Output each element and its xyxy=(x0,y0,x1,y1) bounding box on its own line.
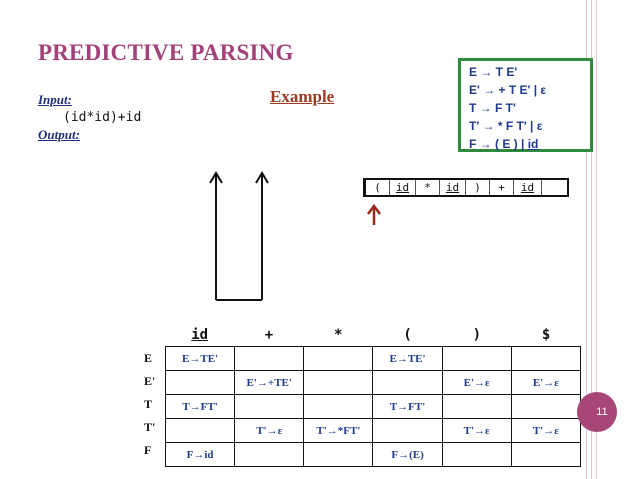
row-label: E xyxy=(144,351,153,365)
table-column-headers: id + * ( ) $ xyxy=(165,327,581,343)
table-row: F→id F→(E) xyxy=(164,442,582,467)
table-cell: F→id xyxy=(164,442,236,467)
column-header: * xyxy=(334,327,343,343)
grammar-rule: T' → * F T' | ε xyxy=(469,119,543,133)
stack-outline xyxy=(215,175,263,301)
input-token: + xyxy=(490,180,514,195)
table-cell xyxy=(441,442,512,467)
table-cell xyxy=(164,370,236,395)
table-cell: E'→ε xyxy=(441,370,512,395)
slide-title: PREDICTIVE PARSING xyxy=(38,40,294,65)
table-cell: E→TE' xyxy=(164,346,236,371)
example-heading: Example xyxy=(270,87,335,106)
table-cell xyxy=(372,370,443,395)
input-token: * xyxy=(416,180,440,195)
grammar-rule-f-head: F → ( E ) | xyxy=(469,137,528,151)
grammar-rule: T → F T' xyxy=(469,101,516,115)
table-row: E'→+TE' E'→ε E'→ε xyxy=(164,370,582,395)
grammar-rule: F → ( E ) | id xyxy=(469,135,590,153)
table-cell: E→TE' xyxy=(372,346,443,371)
output-label: Output: xyxy=(38,127,80,142)
column-header: ) xyxy=(472,327,482,343)
input-token xyxy=(542,180,567,195)
table-cell xyxy=(510,346,582,371)
table-cell: T'→ε xyxy=(234,418,305,443)
input-token: ) xyxy=(466,180,490,195)
table-cell: T'→*FT' xyxy=(303,418,374,443)
parsing-table: E→TE' E→TE' E'→+TE' E'→ε E'→ε T→FT' T→FT… xyxy=(164,346,582,467)
table-cell xyxy=(303,442,374,467)
table-cell xyxy=(372,418,443,443)
grammar-rule: E' → + T E' | ε xyxy=(469,83,547,97)
input-token: id xyxy=(390,180,416,195)
table-cell xyxy=(234,346,305,371)
input-token: id xyxy=(440,180,466,195)
table-cell: T'→ε xyxy=(510,418,582,443)
stack-arrow-right-icon xyxy=(255,171,269,184)
table-cell xyxy=(234,394,305,419)
table-cell xyxy=(441,394,512,419)
row-label: E' xyxy=(144,374,156,388)
input-token: id xyxy=(514,180,542,195)
table-cell: T→FT' xyxy=(372,394,443,419)
input-token: ( xyxy=(366,180,390,195)
column-header: ( xyxy=(403,327,412,343)
input-pointer-arrow-icon xyxy=(367,203,381,225)
table-cell: E'→ε xyxy=(510,370,582,395)
table-cell: E'→+TE' xyxy=(234,370,305,395)
table-cell: T→FT' xyxy=(164,394,236,419)
input-label: Input: xyxy=(38,92,72,107)
table-cell: F→(E) xyxy=(372,442,443,467)
table-cell: T'→ε xyxy=(441,418,512,443)
slide-number-badge: 11 xyxy=(577,392,617,432)
table-cell xyxy=(303,394,374,419)
table-row: E→TE' E→TE' xyxy=(164,346,582,371)
column-header: id xyxy=(191,327,209,343)
grammar-box: E → T E' E' → + T E' | ε T → F T' T' → *… xyxy=(458,58,593,152)
table-cell xyxy=(510,442,582,467)
table-row: T→FT' T→FT' xyxy=(164,394,582,419)
input-string: (id*id)+id xyxy=(63,110,142,125)
column-header: $ xyxy=(541,327,551,343)
row-label: T xyxy=(144,397,153,411)
stack-arrow-left-icon xyxy=(209,171,223,184)
table-cell xyxy=(164,418,236,443)
table-cell xyxy=(303,370,374,395)
table-cell xyxy=(510,394,582,419)
grammar-rule: E → T E' xyxy=(469,65,518,79)
grammar-id-token: id xyxy=(527,137,539,151)
decorative-side-lines xyxy=(578,0,638,479)
input-buffer: ( id * id ) + id xyxy=(363,178,569,197)
row-label: F xyxy=(144,443,152,457)
table-row: T'→ε T'→*FT' T'→ε T'→ε xyxy=(164,418,582,443)
row-label: T' xyxy=(144,420,156,434)
table-cell xyxy=(234,442,305,467)
table-cell xyxy=(441,346,512,371)
stack-diagram xyxy=(209,171,269,301)
table-cell xyxy=(303,346,374,371)
column-header: + xyxy=(264,327,274,343)
